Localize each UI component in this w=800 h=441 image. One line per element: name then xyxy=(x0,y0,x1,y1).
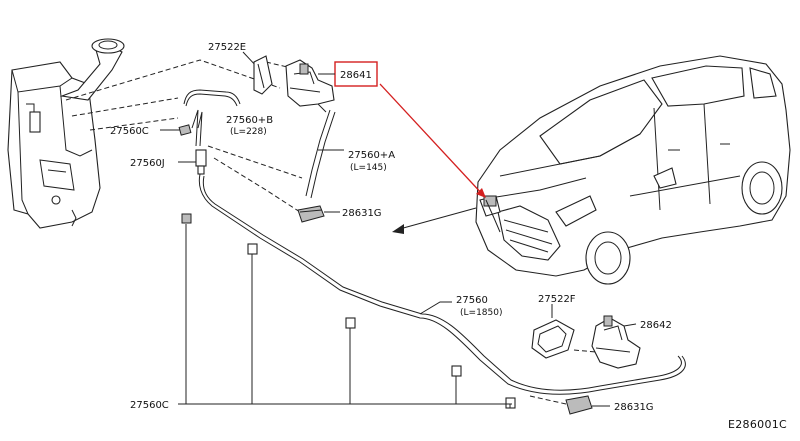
label-27560: 27560 xyxy=(456,295,488,306)
label-27522e: 27522E xyxy=(208,42,246,53)
clip-28631g-top xyxy=(297,205,340,223)
label-28641: 28641 xyxy=(340,70,372,81)
clip-28631g-bottom xyxy=(529,395,610,415)
direction-arrows xyxy=(379,83,486,234)
nozzle-28641 xyxy=(285,59,335,113)
label-28631g-top: 28631G xyxy=(342,208,382,219)
grommet-27522f xyxy=(531,304,575,359)
label-27560a-length: (L=145) xyxy=(350,163,387,173)
clip-27560c-top xyxy=(160,124,192,136)
vehicle-illustration xyxy=(475,55,791,285)
clips-27560c-bottom xyxy=(178,213,516,409)
grommet-27522e xyxy=(253,55,273,95)
hose-27560-main xyxy=(198,173,686,395)
label-28631g-bottom: 28631G xyxy=(614,402,654,413)
dashed-guides-upper xyxy=(65,51,303,213)
label-28642: 28642 xyxy=(640,320,672,331)
washer-tank xyxy=(7,38,125,229)
nozzle-28642 xyxy=(573,315,641,369)
label-27560-length: (L=1850) xyxy=(460,308,502,318)
hose-27560b xyxy=(183,89,241,147)
hose-27560a xyxy=(305,109,344,199)
label-27560a: 27560+A xyxy=(348,150,395,161)
label-27522f: 27522F xyxy=(538,294,576,305)
part-labels: 27522E 28641 27560C 27560+B (L=228) 2756… xyxy=(110,42,787,431)
label-27560b: 27560+B xyxy=(226,115,273,126)
label-27560j: 27560J xyxy=(130,158,165,169)
label-27560b-length: (L=228) xyxy=(230,127,267,137)
label-27560c-top: 27560C xyxy=(110,126,149,137)
joint-27560j xyxy=(178,149,207,175)
label-27560c-bottom: 27560C xyxy=(130,400,169,411)
diagram-code: E286001C xyxy=(728,418,787,431)
